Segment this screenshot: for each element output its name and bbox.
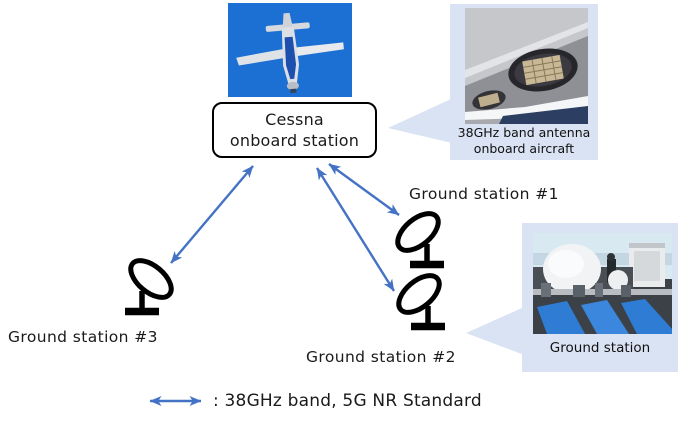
satellite-dish-icon-gs1 <box>395 211 444 269</box>
antenna-caption-line2: onboard aircraft <box>473 141 575 156</box>
callout-pointer-ground-station <box>466 307 524 355</box>
ground-station-callout-panel: Ground station <box>522 223 678 372</box>
cessna-onboard-station-node: Cessna onboard station <box>212 102 377 158</box>
ground-station-illustration <box>533 233 672 334</box>
link-cessna-gs3 <box>170 165 254 264</box>
antenna-illustration <box>465 8 588 124</box>
ground-station-3-label: Ground station #3 <box>8 328 158 346</box>
ground-station-1-label: Ground station #1 <box>409 185 559 203</box>
callout-pointer-antenna <box>388 98 452 143</box>
cessna-label-line1: Cessna <box>265 110 324 129</box>
cessna-aircraft-photo <box>228 3 352 97</box>
ground-station-photo <box>533 233 672 334</box>
ground-station-2-label: Ground station #2 <box>306 348 456 366</box>
link-cessna-gs2 <box>315 167 396 292</box>
antenna-photo <box>465 8 588 124</box>
satellite-dish-icon-gs3 <box>125 258 174 316</box>
antenna-callout-panel: 38GHz band antenna onboard aircraft <box>450 4 598 160</box>
legend-label: : 38GHz band, 5G NR Standard <box>213 391 482 411</box>
satellite-dish-icon-gs2 <box>396 273 445 331</box>
cessna-aircraft-illustration <box>228 3 352 97</box>
antenna-caption-line1: 38GHz band antenna <box>457 125 591 140</box>
link-cessna-gs1 <box>328 163 400 216</box>
cessna-label-line2: onboard station <box>229 131 360 150</box>
ground-station-caption: Ground station <box>549 340 651 356</box>
